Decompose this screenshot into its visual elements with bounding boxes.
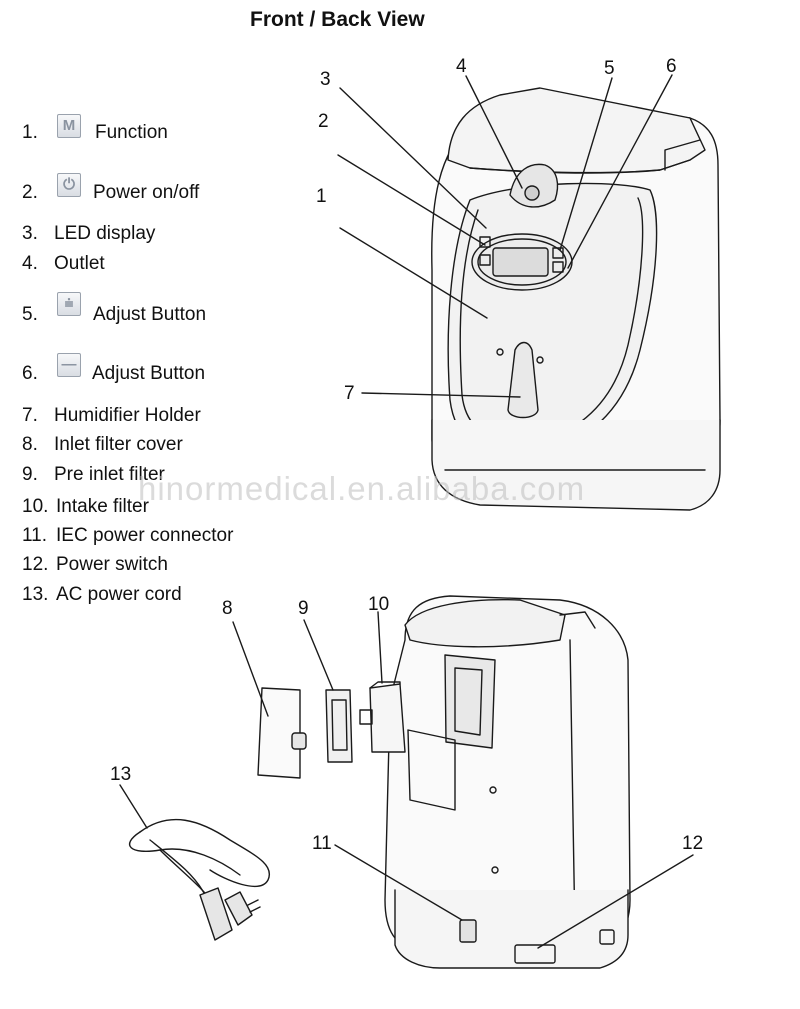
legend-num: 6. bbox=[22, 363, 38, 384]
legend-num: 10. bbox=[22, 496, 49, 517]
callout-6: 6 bbox=[666, 56, 677, 77]
front-device-drawing bbox=[431, 87, 721, 511]
callout-9: 9 bbox=[298, 598, 309, 619]
power-icon: ⏻ bbox=[57, 173, 81, 197]
intake-filter-drawing bbox=[369, 683, 406, 753]
legend-num: 13. bbox=[22, 584, 49, 605]
leader-lines bbox=[119, 74, 694, 949]
legend-label: Outlet bbox=[54, 253, 105, 274]
legend-label: LED display bbox=[54, 223, 156, 244]
callout-8: 8 bbox=[222, 598, 233, 619]
legend-num: 11. bbox=[22, 525, 48, 546]
legend-num: 1. bbox=[22, 122, 38, 143]
callout-2: 2 bbox=[318, 111, 329, 132]
legend-item-humidifier: 7. Humidifier Holder bbox=[22, 405, 201, 427]
legend-item-pre-inlet: 9. Pre inlet filter bbox=[22, 464, 165, 486]
callout-5: 5 bbox=[604, 58, 615, 79]
adjust-down-icon: — bbox=[57, 353, 81, 377]
callout-10: 10 bbox=[368, 594, 389, 615]
legend-num: 8. bbox=[22, 434, 38, 455]
legend-item-iec: 11. IEC power connector bbox=[22, 525, 233, 547]
callout-11: 11 bbox=[312, 833, 332, 854]
legend-item-power-switch: 12. Power switch bbox=[22, 554, 168, 576]
page-title: Front / Back View bbox=[250, 8, 425, 31]
callout-13: 13 bbox=[110, 764, 131, 785]
legend-item-adjust-down: 6. — Adjust Button bbox=[22, 353, 205, 385]
legend-item-function: 1. M Function bbox=[22, 114, 168, 144]
legend-item-inlet-cover: 8. Inlet filter cover bbox=[22, 434, 183, 456]
legend-item-led: 3. LED display bbox=[22, 223, 155, 245]
pre-inlet-filter-drawing bbox=[325, 689, 353, 763]
callout-numbers: 1 2 3 4 5 6 7 8 9 10 11 12 13 bbox=[110, 56, 703, 854]
watermark: hinormedical.en.alibaba.com bbox=[138, 470, 586, 507]
legend-item-intake: 10. Intake filter bbox=[22, 496, 149, 518]
back-device-drawing bbox=[384, 595, 631, 969]
legend-label: Intake filter bbox=[56, 496, 149, 517]
adjust-up-icon: ⩧ bbox=[57, 292, 81, 316]
legend-label: IEC power connector bbox=[56, 525, 234, 546]
legend-item-ac-cord: 13. AC power cord bbox=[22, 584, 182, 606]
callout-7: 7 bbox=[344, 383, 355, 404]
legend-item-power: 2. ⏻ Power on/off bbox=[22, 173, 199, 204]
legend-num: 2. bbox=[22, 182, 38, 203]
legend-label: Adjust Button bbox=[93, 304, 207, 325]
legend-label: Adjust Button bbox=[92, 363, 206, 384]
callout-12: 12 bbox=[682, 833, 703, 854]
inlet-filter-cover-drawing bbox=[257, 687, 301, 779]
legend-label: Inlet filter cover bbox=[54, 434, 183, 455]
legend-label: Humidifier Holder bbox=[54, 405, 201, 426]
ac-power-cord-drawing bbox=[128, 818, 271, 941]
function-m-icon: M bbox=[57, 114, 81, 138]
callout-3: 3 bbox=[320, 69, 331, 90]
legend-num: 5. bbox=[22, 304, 38, 325]
legend-num: 9. bbox=[22, 464, 38, 485]
legend-item-outlet: 4. Outlet bbox=[22, 253, 105, 275]
legend-num: 4. bbox=[22, 253, 38, 274]
legend-num: 7. bbox=[22, 405, 38, 426]
callout-1: 1 bbox=[316, 186, 327, 207]
legend-label: Pre inlet filter bbox=[54, 464, 165, 485]
legend-label: AC power cord bbox=[56, 584, 182, 605]
legend-label: Power switch bbox=[56, 554, 168, 575]
legend-label: Function bbox=[95, 122, 168, 143]
legend-item-adjust-up: 5. ⩧ Adjust Button bbox=[22, 292, 206, 326]
legend-label: Power on/off bbox=[93, 182, 200, 203]
legend-num: 12. bbox=[22, 554, 49, 575]
callout-4: 4 bbox=[456, 56, 467, 77]
legend-num: 3. bbox=[22, 223, 38, 244]
